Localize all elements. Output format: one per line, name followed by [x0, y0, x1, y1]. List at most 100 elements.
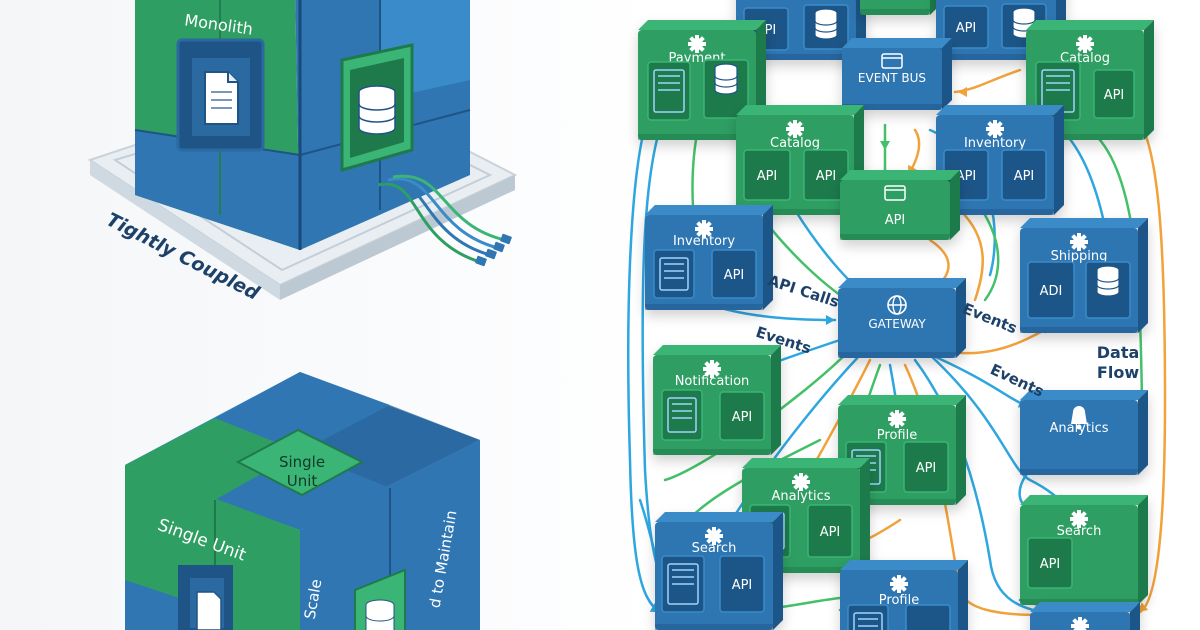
svg-text:ADI: ADI: [1040, 284, 1063, 299]
api-calls-label: API Calls: [766, 271, 842, 311]
svg-text:API: API: [820, 525, 841, 540]
svg-text:API: API: [1040, 557, 1061, 572]
shipping-node-title: Shipping: [1051, 249, 1108, 264]
bell-icon: [1071, 406, 1087, 430]
service-nodes: APIAPIPaymentEVENT BUSCatalogAPICatalogA…: [638, 0, 1154, 630]
api-badge: API: [803, 149, 849, 201]
payment-node[interactable]: Payment: [638, 20, 766, 140]
profile-node-title: Profile: [877, 428, 917, 443]
svg-text:API: API: [732, 578, 753, 593]
green-node-top[interactable]: [860, 0, 940, 15]
catalog-node-title: Catalog: [770, 136, 820, 151]
flow-line: [958, 208, 984, 302]
server-panel-icon: [667, 397, 697, 433]
svg-text:API: API: [1014, 169, 1035, 184]
api-badge: API: [1027, 537, 1073, 589]
gear-icon: [786, 120, 804, 138]
server-panel-icon: [659, 257, 689, 291]
api-badge: ADI: [1027, 261, 1075, 319]
flow-arrow: [958, 87, 967, 97]
analytics-node-right-title: Analytics: [1049, 421, 1108, 436]
api-badge: API: [807, 504, 853, 558]
flow-arrow: [1138, 602, 1149, 612]
events-label-lower: Events: [987, 360, 1046, 400]
gear-icon: [792, 473, 810, 491]
document-icon: [196, 591, 222, 630]
monolith-cube-lower-left: [135, 130, 300, 250]
window-icon: [884, 185, 906, 201]
gear-icon: [705, 527, 723, 545]
search-node-left-title: Search: [692, 541, 737, 556]
gear-icon: [703, 360, 721, 378]
svg-text:API: API: [816, 169, 837, 184]
database-icon: [814, 8, 838, 40]
unit-cube-left-face: [125, 465, 300, 630]
api-node-center[interactable]: API: [840, 170, 960, 240]
profile-node-bottom[interactable]: Profile: [840, 560, 968, 630]
api-badge: [847, 604, 889, 630]
monolith-group: Monolith Tightly Coupled: [87, 0, 518, 305]
api-node-top-right[interactable]: API: [936, 0, 1066, 60]
api-badge: API: [943, 5, 989, 49]
database-icon: [714, 63, 738, 95]
database-icon: [1096, 265, 1120, 297]
server-panel-icon: [667, 563, 699, 605]
api-badge: [661, 555, 705, 613]
api-badge: [653, 249, 695, 299]
flow-line: [1128, 108, 1167, 614]
api-badge: API: [903, 441, 949, 493]
flow-line: [627, 93, 662, 614]
api-badge: API: [1001, 149, 1047, 201]
gear-icon: [1071, 617, 1089, 630]
notification-node-title: Notification: [675, 374, 750, 389]
event-bus-node[interactable]: EVENT BUS: [842, 38, 952, 110]
api-badge: [703, 59, 749, 119]
svg-text:API: API: [724, 268, 745, 283]
svg-text:API: API: [1104, 88, 1125, 103]
analytics-node-right[interactable]: Analytics: [1020, 390, 1148, 475]
window-icon: [881, 53, 903, 69]
gateway-node[interactable]: GATEWAY: [838, 278, 966, 358]
api-badge: [661, 389, 703, 441]
single-unit-cube: Single Unit Single Unit Scale d to Maint…: [125, 372, 480, 630]
api-node-center-title: API: [885, 213, 906, 228]
flow-line: [983, 213, 1000, 302]
flow-arrow: [880, 141, 890, 150]
svg-text:API: API: [956, 169, 977, 184]
server-panel-icon: [853, 612, 883, 630]
inventory-node-left-title: Inventory: [673, 234, 735, 249]
data-flow-label-1: Data: [1097, 343, 1140, 362]
api-badge: [647, 61, 691, 121]
gear-icon: [695, 220, 713, 238]
database-icon: [365, 599, 395, 630]
svg-text:API: API: [757, 169, 778, 184]
events-label-right: Events: [960, 299, 1020, 337]
inventory-node-top-title: Inventory: [964, 136, 1026, 151]
gateway-node-title: GATEWAY: [868, 317, 926, 331]
single-unit-tile: [235, 428, 365, 497]
gear-icon: [890, 575, 908, 593]
server-panel-icon: [653, 69, 685, 113]
gear-icon: [888, 410, 906, 428]
api-badge: API: [743, 149, 791, 201]
svg-text:API: API: [732, 410, 753, 425]
search-node-right-title: Search: [1057, 524, 1102, 539]
event-bus-node-title: EVENT BUS: [858, 71, 926, 85]
gear-icon: [1070, 233, 1088, 251]
api-badge: API: [719, 391, 765, 441]
green-node-bottom-right[interactable]: [1030, 602, 1140, 630]
flow-arrow: [826, 315, 835, 325]
monolith-cables: [377, 174, 506, 264]
data-flow-label-2: Flow: [1097, 363, 1139, 382]
api-badge: [905, 604, 951, 630]
document-icon: [204, 71, 239, 125]
svg-text:API: API: [956, 21, 977, 36]
